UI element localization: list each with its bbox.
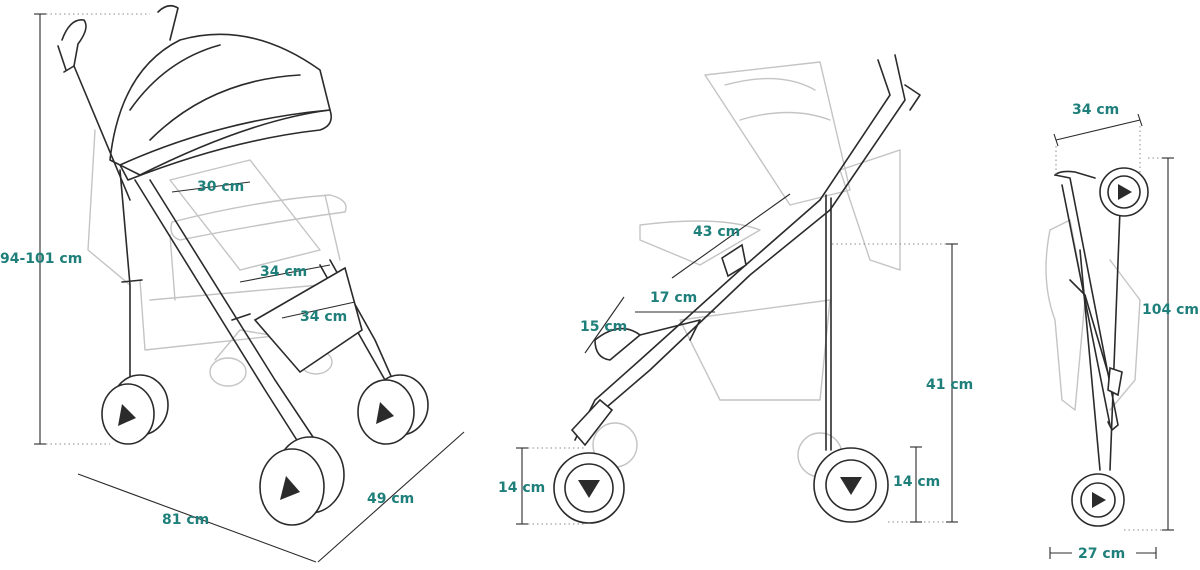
folded-stroller-drawing	[1045, 167, 1149, 527]
folded-width-label: 27 cm	[1078, 546, 1125, 562]
side-stroller-drawing	[553, 54, 921, 524]
seat-depth-label: 17 cm	[650, 290, 697, 306]
folded-depth-label: 34 cm	[1072, 102, 1119, 118]
front-wheel-label: 14 cm	[498, 480, 545, 496]
footrest-width-label: 34 cm	[300, 309, 347, 325]
rear-wheel-label: 14 cm	[893, 474, 940, 490]
backrest-label: 43 cm	[693, 224, 740, 240]
front-width-label: 49 cm	[367, 491, 414, 507]
front-dimension-lines	[34, 13, 465, 563]
canopy-width-label: 30 cm	[197, 179, 244, 195]
folded-height-label: 104 cm	[1142, 302, 1199, 318]
folded-dimension-lines	[1049, 113, 1174, 559]
seat-width-label: 34 cm	[260, 264, 307, 280]
front-depth-label: 81 cm	[162, 512, 209, 528]
front-stroller-drawing	[57, 4, 429, 526]
side-dimension-lines	[516, 193, 958, 525]
seat-height-label: 41 cm	[926, 377, 973, 393]
front-height-label: 94-101 cm	[0, 251, 82, 267]
dimension-labels: 94-101 cm 81 cm 49 cm 30 cm 34 cm 34 cm …	[0, 102, 1199, 562]
footrest-label: 15 cm	[580, 319, 627, 335]
